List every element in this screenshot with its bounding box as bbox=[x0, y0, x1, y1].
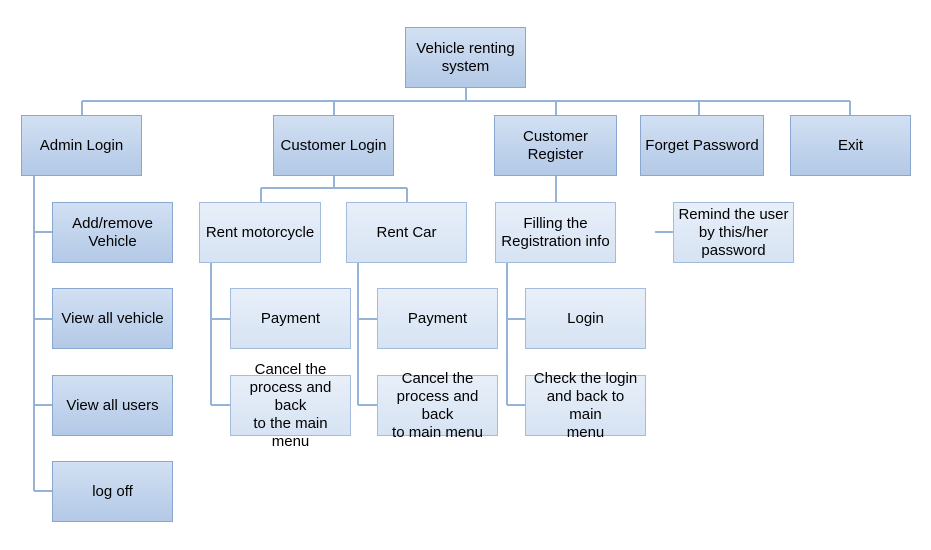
check-login-node: Check the login and back to main menu bbox=[525, 370, 646, 441]
rent-car-node: Rent Car bbox=[346, 202, 467, 263]
forget-password-node: Forget Password bbox=[640, 115, 764, 176]
root-node: Vehicle renting system bbox=[405, 27, 526, 88]
car-payment-node: Payment bbox=[377, 288, 498, 349]
customer-register-node: Customer Register bbox=[494, 115, 617, 176]
filling-registration-node: Filling the Registration info bbox=[495, 202, 616, 263]
log-off-node: log off bbox=[52, 461, 173, 522]
view-all-users-node: View all users bbox=[52, 375, 173, 436]
car-cancel-node: Cancel the process and back to main menu bbox=[377, 370, 498, 441]
register-login-node: Login bbox=[525, 288, 646, 349]
motorcycle-cancel-node: Cancel the process and back to the main … bbox=[230, 361, 351, 450]
remind-user-node: Remind the user by this/her password bbox=[673, 202, 794, 263]
motorcycle-payment-node: Payment bbox=[230, 288, 351, 349]
add-remove-vehicle-node: Add/remove Vehicle bbox=[52, 202, 173, 263]
rent-motorcycle-node: Rent motorcycle bbox=[199, 202, 321, 263]
admin-login-node: Admin Login bbox=[21, 115, 142, 176]
customer-login-node: Customer Login bbox=[273, 115, 394, 176]
view-all-vehicle-node: View all vehicle bbox=[52, 288, 173, 349]
exit-node: Exit bbox=[790, 115, 911, 176]
